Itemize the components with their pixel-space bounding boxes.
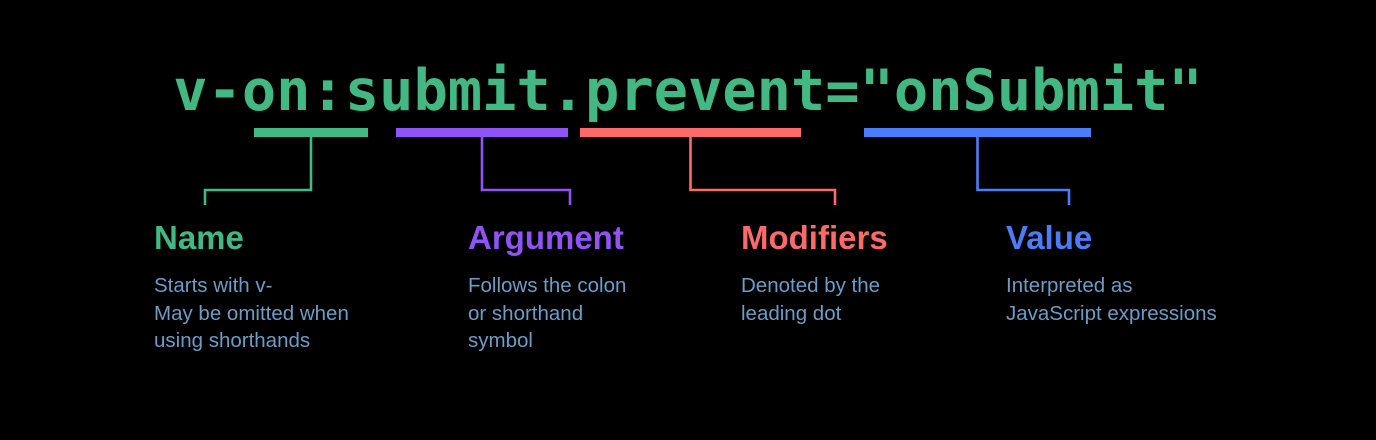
- segment-bar-modifiers: [580, 128, 801, 137]
- legend-description-argument: Follows the colon or shorthand symbol: [468, 274, 627, 352]
- legend-description-name: Starts with v- May be omitted when using…: [154, 274, 349, 352]
- segment-bar-value: [864, 128, 1091, 137]
- legend-description-modifiers: Denoted by the leading dot: [741, 274, 881, 325]
- legend-heading-value: Value: [1006, 219, 1093, 256]
- legend-heading-name: Name: [154, 219, 244, 256]
- legend-column-value: Value Interpreted as JavaScript expressi…: [1006, 218, 1217, 327]
- connector-elbow-name: [203, 137, 313, 205]
- legend-description-value: Interpreted as JavaScript expressions: [1006, 274, 1217, 325]
- segment-bar-argument: [396, 128, 568, 137]
- legend-column-modifiers: Modifiers Denoted by the leading dot: [741, 218, 888, 327]
- legend-heading-argument: Argument: [468, 219, 624, 256]
- code-expression: v-on:submit.prevent="onSubmit": [173, 58, 1203, 124]
- legend-heading-modifiers: Modifiers: [741, 219, 888, 256]
- legend-column-argument: Argument Follows the colon or shorthand …: [468, 218, 626, 355]
- legend-column-name: Name Starts with v- May be omitted when …: [154, 218, 349, 355]
- connector-elbow-modifiers: [689, 137, 837, 205]
- connector-elbow-value: [976, 137, 1071, 205]
- segment-bar-name: [254, 128, 368, 137]
- connector-elbow-argument: [480, 137, 572, 205]
